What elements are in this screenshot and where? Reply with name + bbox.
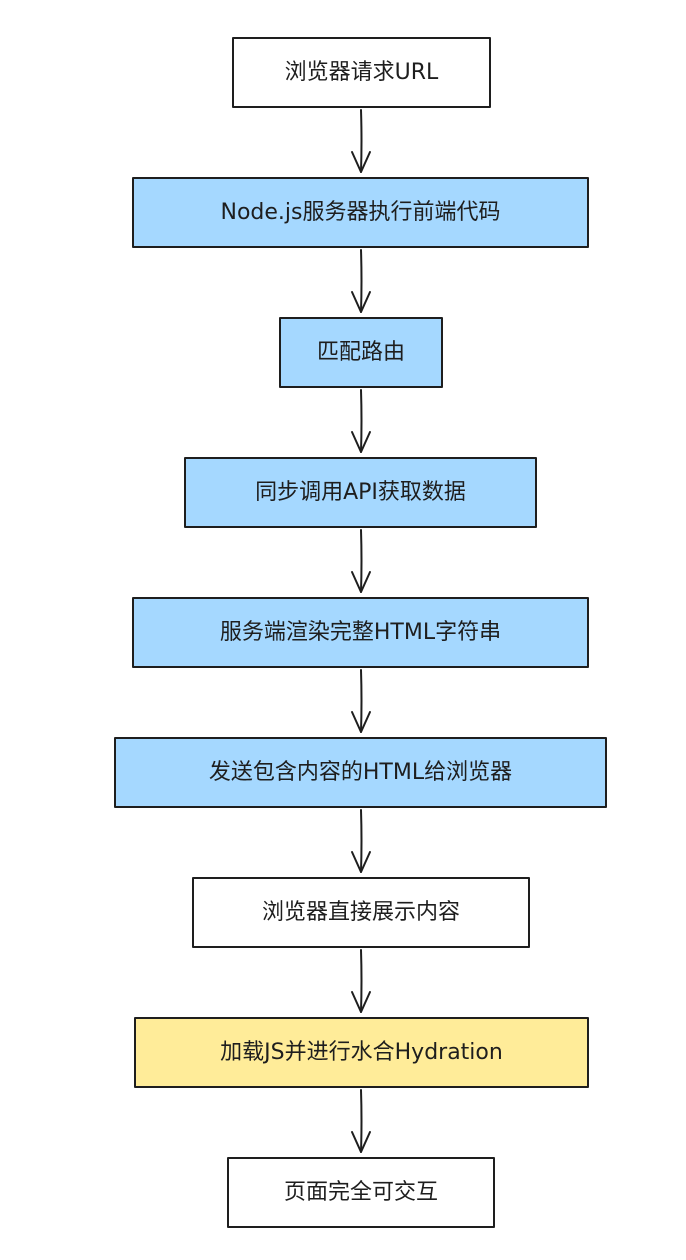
step-label: 浏览器请求URL (285, 60, 439, 85)
flow-arrow (351, 1089, 371, 1153)
arrow-shaft (360, 809, 363, 873)
step-label: 同步调用API获取数据 (255, 480, 466, 505)
arrow-shaft (360, 109, 363, 173)
step-node-send-html: 发送包含内容的HTML给浏览器 (114, 737, 607, 808)
arrow-head (351, 571, 371, 593)
step-label: 浏览器直接展示内容 (262, 900, 460, 925)
step-box (132, 177, 589, 248)
step-box (192, 877, 530, 948)
step-label: Node.js服务器执行前端代码 (221, 200, 501, 225)
step-box (134, 1017, 589, 1088)
flow-arrow (351, 249, 371, 313)
flow-arrow (351, 389, 371, 453)
arrow-shaft (360, 669, 363, 733)
flow-arrow (351, 949, 371, 1013)
step-node-node-server: Node.js服务器执行前端代码 (132, 177, 589, 248)
arrow-head (351, 851, 371, 873)
step-label: 匹配路由 (317, 340, 405, 365)
flow-arrows (351, 109, 371, 1153)
flow-arrow (351, 109, 371, 173)
step-label: 服务端渲染完整HTML字符串 (220, 620, 501, 645)
step-node-fetch-api: 同步调用API获取数据 (184, 457, 537, 528)
arrow-shaft (360, 249, 363, 313)
step-node-browser-display: 浏览器直接展示内容 (192, 877, 530, 948)
step-box (114, 737, 607, 808)
step-node-hydration: 加载JS并进行水合Hydration (134, 1017, 589, 1088)
step-label: 页面完全可交互 (284, 1180, 438, 1205)
step-label: 发送包含内容的HTML给浏览器 (209, 760, 512, 785)
arrow-shaft (360, 389, 363, 453)
step-node-request-url: 浏览器请求URL (232, 37, 491, 108)
arrow-head (351, 151, 371, 173)
flow-arrow (351, 669, 371, 733)
arrow-head (351, 291, 371, 313)
arrow-head (351, 711, 371, 733)
arrow-head (351, 991, 371, 1013)
arrow-shaft (360, 529, 363, 593)
step-box (232, 37, 491, 108)
step-box (132, 597, 589, 668)
step-box (279, 317, 443, 388)
arrow-head (351, 431, 371, 453)
flow-arrow (351, 529, 371, 593)
step-box (227, 1157, 495, 1228)
arrow-shaft (360, 949, 363, 1013)
step-node-match-route: 匹配路由 (279, 317, 443, 388)
step-node-interactive: 页面完全可交互 (227, 1157, 495, 1228)
step-label: 加载JS并进行水合Hydration (220, 1040, 503, 1065)
step-node-server-render: 服务端渲染完整HTML字符串 (132, 597, 589, 668)
arrow-head (351, 1131, 371, 1153)
arrow-shaft (360, 1089, 363, 1153)
flow-arrow (351, 809, 371, 873)
step-box (184, 457, 537, 528)
